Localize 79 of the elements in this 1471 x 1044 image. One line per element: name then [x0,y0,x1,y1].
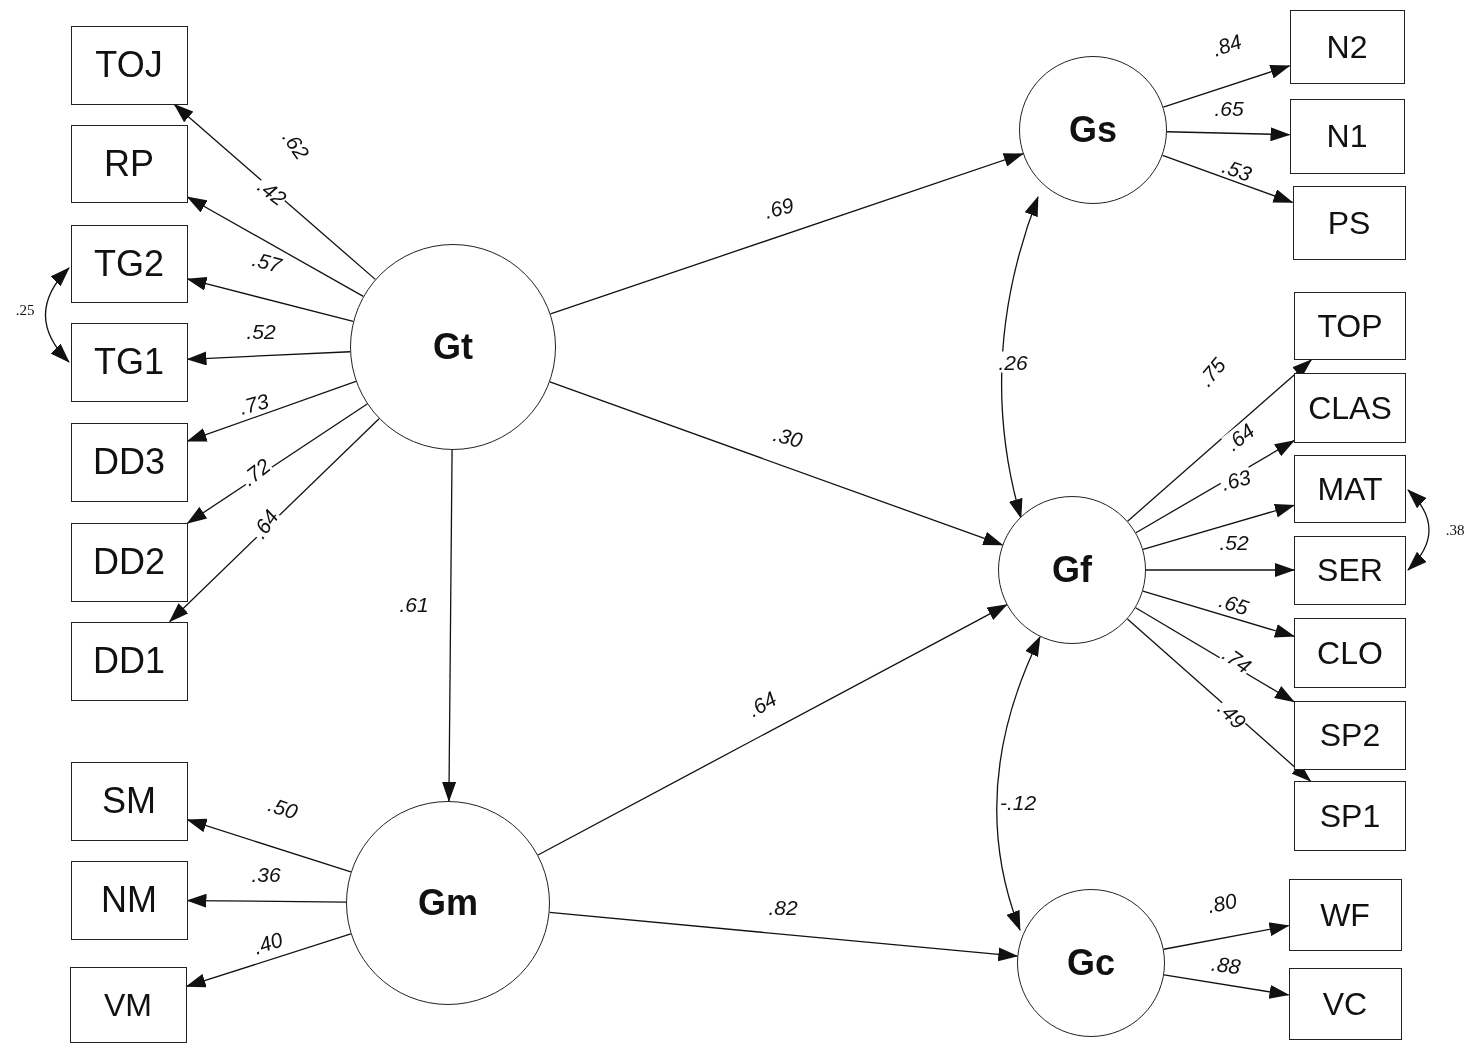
edge-label: .25 [14,302,36,318]
path-arrow [1161,154,1294,204]
variable-label: PS [1327,204,1371,242]
path-arrow [537,604,1008,856]
observed-variable-box [1292,186,1406,260]
variable-label: MAT [1317,470,1383,508]
observed-variable-box [1289,98,1405,174]
path-arrow [549,381,1004,546]
observed-variable-box [1294,535,1406,605]
latent-variable-label: Gm [418,882,478,924]
observed-variable-box [1294,455,1406,523]
correlation-arrow [996,636,1041,931]
observed-variable-box [1294,618,1406,688]
variable-label: SM [102,780,156,822]
path-arrow [1163,922,1290,950]
variable-label: SP2 [1319,716,1381,754]
variable-label: VM [104,986,152,1024]
observed-variable-box [70,522,188,602]
observed-variable-box [70,422,188,502]
observed-variable-box [1288,879,1402,951]
path-arrow [1142,503,1295,550]
variable-label: DD1 [93,640,165,682]
latent-variable-label: Gc [1067,942,1115,984]
variable-label: NM [101,879,157,921]
observed-variable-box [70,761,188,841]
path-arrow [1163,974,1290,999]
variable-label: TG1 [94,341,164,383]
latent-variable-label: Gs [1069,109,1117,151]
path-arrow [1145,563,1295,577]
observed-variable-box [70,621,188,701]
path-arrow [186,818,352,873]
variable-label: DD2 [93,541,165,583]
variable-label: SP1 [1319,797,1381,835]
variable-label: N1 [1326,117,1368,155]
variable-label: VC [1322,985,1368,1023]
path-arrow [169,418,380,623]
variable-label: N2 [1326,28,1368,66]
path-arrow [548,911,1019,962]
variable-label: SER [1317,551,1383,589]
path-arrow [1166,127,1291,142]
path-arrow [1162,65,1291,108]
edge-label: .26 [997,351,1029,373]
observed-variable-box [70,125,188,203]
observed-variable-box [1294,373,1406,443]
observed-variable-box [1289,10,1405,84]
path-arrow [442,449,457,802]
observed-variable-box [69,967,187,1043]
variable-label: DD3 [93,441,165,483]
observed-variable-box [70,25,188,105]
correlation-arrow [1407,489,1430,571]
observed-variable-box [1294,781,1406,851]
path-arrow [186,276,354,323]
variable-label: TG2 [94,243,164,285]
latent-variable-label: Gf [1052,549,1092,591]
variable-label: WF [1320,896,1370,934]
correlation-arrow [44,267,70,363]
observed-variable-box [1294,700,1406,770]
latent-variable-label: Gt [433,326,473,368]
observed-variable-box [1288,968,1402,1040]
edge-label: .38 [1444,522,1466,538]
path-arrow [173,103,376,281]
observed-variable-box [1294,292,1406,360]
variable-label: CLO [1317,634,1383,672]
path-arrow [185,933,352,988]
path-arrow [186,380,357,442]
variable-label: TOP [1317,307,1383,345]
observed-variable-box [70,860,188,940]
observed-variable-box [70,225,188,303]
observed-variable-box [70,322,188,402]
path-arrow [186,893,347,908]
path-arrow [1142,590,1295,638]
variable-label: TOJ [95,44,163,86]
correlation-arrow [1000,196,1039,519]
path-arrow [186,196,364,297]
path-arrow [549,153,1024,315]
path-arrow [1126,359,1312,522]
variable-label: CLAS [1308,389,1392,427]
path-arrow [186,351,351,366]
variable-label: RP [104,143,154,185]
